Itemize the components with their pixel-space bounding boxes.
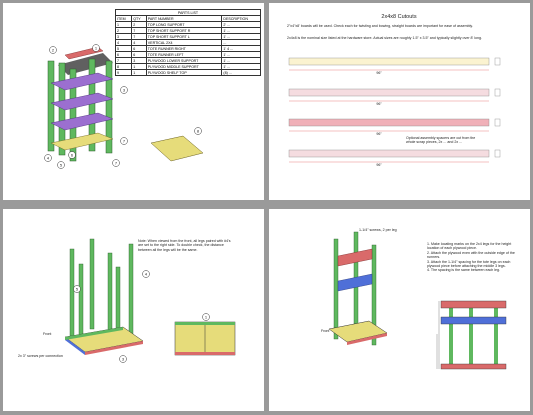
callout-circle <box>142 270 150 278</box>
screw-label: 1-1/4" screws, 2 per leg <box>359 228 397 232</box>
board-1 <box>288 57 490 66</box>
board-dim: 96" <box>376 132 382 136</box>
callout-circle <box>44 154 52 162</box>
page-cutouts: 2x4x8 Cutouts 96" 96" 96" 96" 2"x4"x8' b… <box>269 3 530 200</box>
callout-circle <box>73 285 81 293</box>
board-dim: 96" <box>376 163 382 167</box>
callout-label: 6 <box>71 153 74 158</box>
instruction-item: 1. Make locating marks on the 2x4 legs f… <box>427 242 512 251</box>
callout-label: 4 <box>47 156 50 161</box>
callout-label: 8 <box>197 129 200 134</box>
board-end-section <box>494 88 501 97</box>
board-end-section <box>494 118 501 127</box>
instruction-item: 2. Attach the plywood even with the outs… <box>427 250 515 260</box>
leg-note: Note: When viewed from the front, all le… <box>138 239 231 252</box>
callout-label: 5 <box>76 287 79 292</box>
callout-circle <box>68 151 76 159</box>
board-dim: 96" <box>376 102 382 106</box>
plywood-sheet <box>150 135 204 162</box>
callout-label: 7 <box>123 139 126 144</box>
callout-circle <box>120 86 128 94</box>
callout-circle <box>49 46 57 54</box>
front-label: Front <box>321 329 329 333</box>
board-end-section <box>494 149 501 158</box>
callout-circle <box>112 159 120 167</box>
cutouts-drawing: 2x4x8 Cutouts 96" 96" 96" 96" <box>288 14 501 167</box>
instruction-item: 3. Attach the 1-1/4" spacing for the tot… <box>427 259 511 269</box>
plywood-install-drawing: Front 1-1/4" screws, 2 per leg <box>321 228 507 370</box>
callout-label: 5 <box>60 163 63 168</box>
table-cell: PLYWOOD SHELF TOP <box>145 69 223 76</box>
board-2 <box>288 88 490 97</box>
parts-list-table: PARTS LIST ITEM QTY PART NUMBER DESCRIPT… <box>114 9 261 76</box>
callout-label: 1 <box>205 315 208 320</box>
board-end-section <box>494 57 501 66</box>
spacer-note: Optional assembly spacers are cut from t… <box>406 136 476 145</box>
table-cell: (8) ... <box>221 69 261 76</box>
instructions-list: 1. Make locating marks on the 2x4 legs f… <box>427 242 519 273</box>
page-title: 2x4x8 Cutouts <box>381 14 416 20</box>
callout-label: 4 <box>145 272 148 277</box>
callout-label: 2 <box>52 48 55 53</box>
section-view <box>436 300 507 370</box>
callout-label: 1 <box>95 46 98 51</box>
callout-circle <box>57 161 65 169</box>
callout-circle <box>120 137 128 145</box>
callout-circle <box>119 355 127 363</box>
nominal-size-note: 2x4x8 is the nominal size listed at the … <box>287 36 483 40</box>
front-label: Front <box>43 332 51 336</box>
board-dim: 96" <box>376 71 382 75</box>
board-3 <box>288 118 490 127</box>
page-parts-list: PARTS LIST ITEM QTY PART NUMBER DESCRIPT… <box>3 3 264 200</box>
callout-circle <box>194 127 202 135</box>
page-leg-assembly: 4 5 3 1 Front 2x 3" screws per connectio… <box>3 209 264 411</box>
callout-label: 7 <box>115 161 118 166</box>
callout-circle <box>202 313 210 321</box>
intro-text: 2"x4"x8' boards will be used. Check each… <box>287 24 473 28</box>
screw-label: 2x 3" screws per connection <box>18 354 63 358</box>
callout-circle <box>92 44 100 52</box>
table-cell: 9 <box>114 69 133 76</box>
callout-label: 3 <box>123 88 126 93</box>
board-4 <box>288 149 490 158</box>
leg-assembly-drawing: 4 5 3 1 Front 2x 3" screws per connectio… <box>18 238 236 363</box>
shelf-frame <box>47 46 114 162</box>
callout-label: 3 <box>122 357 125 362</box>
instruction-item: 4. The spacing is the same between each … <box>427 268 501 273</box>
assembly-iso-drawing: 2 1 3 4 5 6 7 7 8 <box>44 44 204 169</box>
page-plywood-install: Front 1-1/4" screws, 2 per leg 1. Make l… <box>269 209 530 411</box>
